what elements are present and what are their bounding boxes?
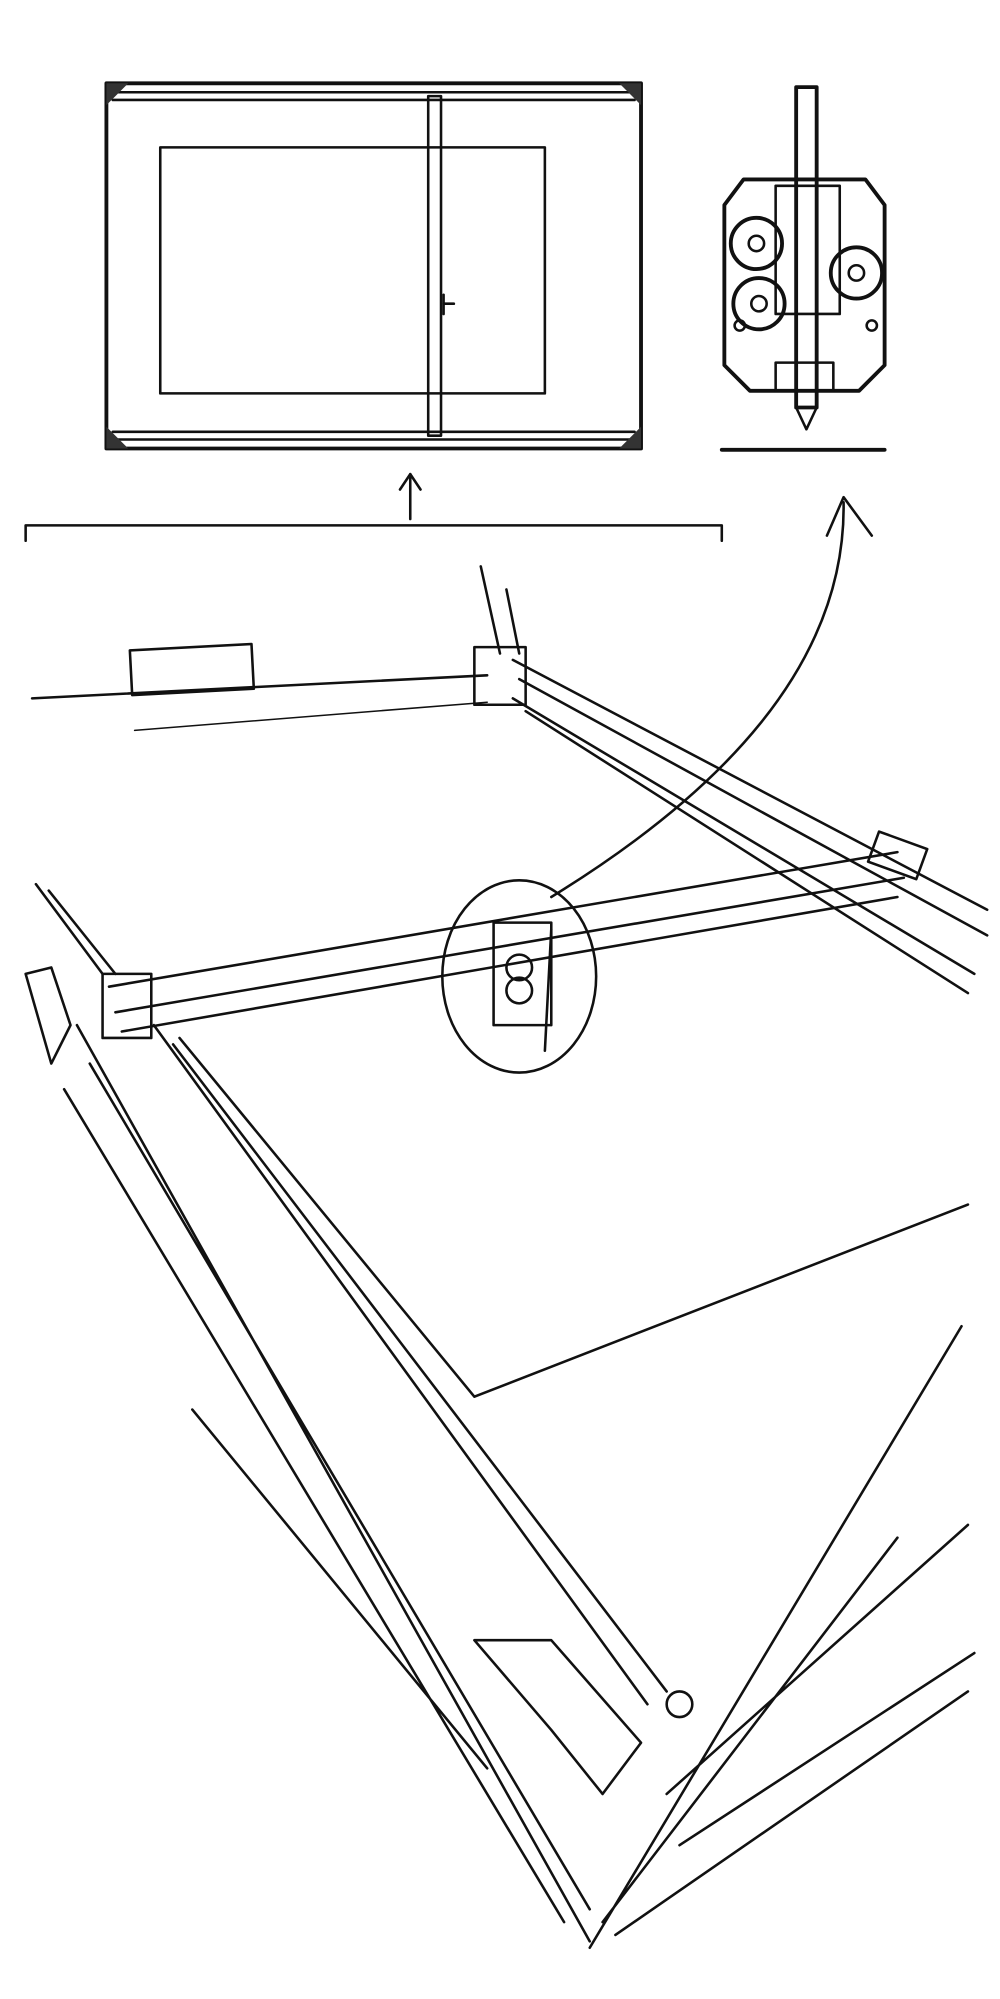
window-handle-icon: [442, 293, 456, 316]
mechanism-detail: [719, 85, 887, 452]
callout-arrows: [24, 472, 874, 899]
detail-highlight-circle: [441, 879, 598, 1074]
window-elevation: [104, 81, 643, 451]
perspective-frame: [24, 565, 989, 1950]
curved-arrow-icon: [550, 501, 845, 899]
